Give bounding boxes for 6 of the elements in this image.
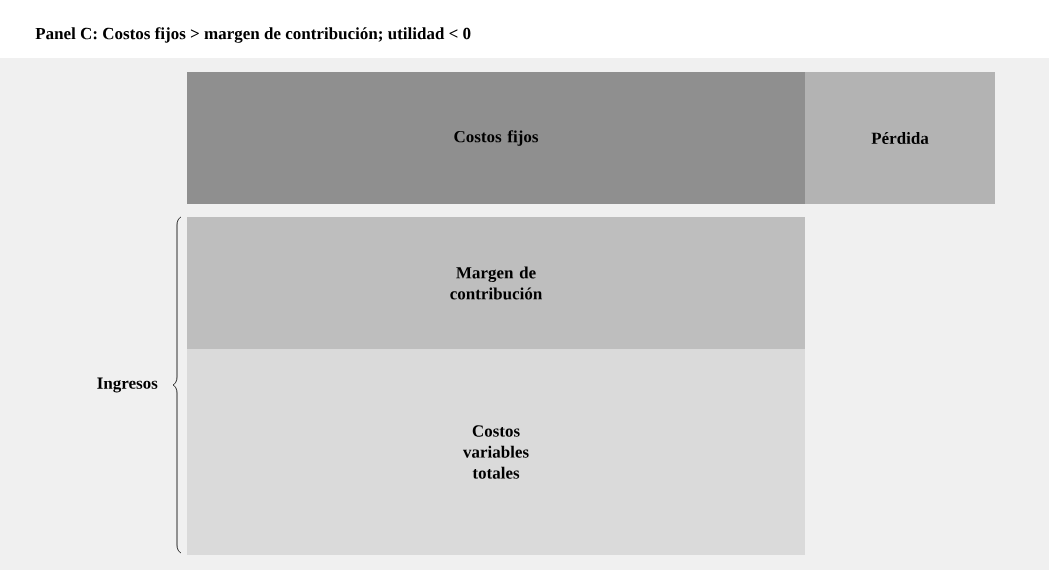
cost-block: Margen de contribución (187, 217, 805, 349)
cost-block: Costos fijos (187, 72, 805, 204)
panel-title: Panel C: Costos fijos > margen de contribución; utilidad < 0 (35, 27, 471, 43)
cost-block: Costos variables totales (187, 349, 805, 555)
cost-block: Pérdida (805, 72, 995, 204)
side-label: Ingresos (97, 377, 158, 393)
